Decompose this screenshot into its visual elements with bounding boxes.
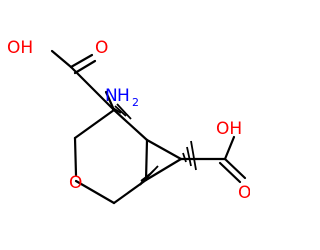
bond-c6-to-c1: [112, 108, 149, 142]
molecule-structure: OH O N H 2 O OH O: [7, 38, 250, 205]
hash-wedge-c7: [179, 140, 197, 171]
bond-acid-carbon-double-o-right-a: [223, 157, 247, 180]
hash-wedge-c1: [112, 103, 132, 120]
bond-c1-to-n: [104, 90, 116, 112]
ring-oxygen-label: O: [69, 173, 82, 193]
bond-ch2-upper-to-o: [73, 136, 78, 177]
hash-wedge-c5: [139, 165, 159, 186]
oxygen-label-carbonyl-right: O: [238, 183, 250, 203]
bond-c1-to-ch2-upper: [73, 108, 116, 140]
oxygen-label-hydroxyl-right: OH: [216, 119, 242, 139]
bond-acid-carbon-double-o-right-b: [218, 161, 242, 184]
amine-subscript-2: 2: [132, 96, 139, 109]
nitrogen-label: N: [105, 86, 118, 106]
bond-c6-to-c7: [145, 138, 183, 161]
bond-acid-carbon-to-oh: [50, 49, 73, 69]
bond-acid-carbon-double-o-a: [69, 53, 94, 69]
bond-acid-carbon-double-o-b: [73, 59, 97, 75]
amine-hydrogen-label: H: [117, 86, 130, 106]
bond-c5-to-c7: [144, 157, 183, 182]
bond-c1-to-acid-carbon: [69, 65, 116, 112]
bonds: [50, 49, 247, 205]
oxygen-label-hydroxyl-left: OH: [7, 38, 33, 58]
bond-o-to-ch2-lower: [74, 179, 116, 205]
oxygen-label-carbonyl-left: O: [95, 38, 108, 58]
bond-acid-carbon-to-oh-right: [223, 135, 236, 161]
bond-c5-to-c6: [144, 138, 149, 182]
